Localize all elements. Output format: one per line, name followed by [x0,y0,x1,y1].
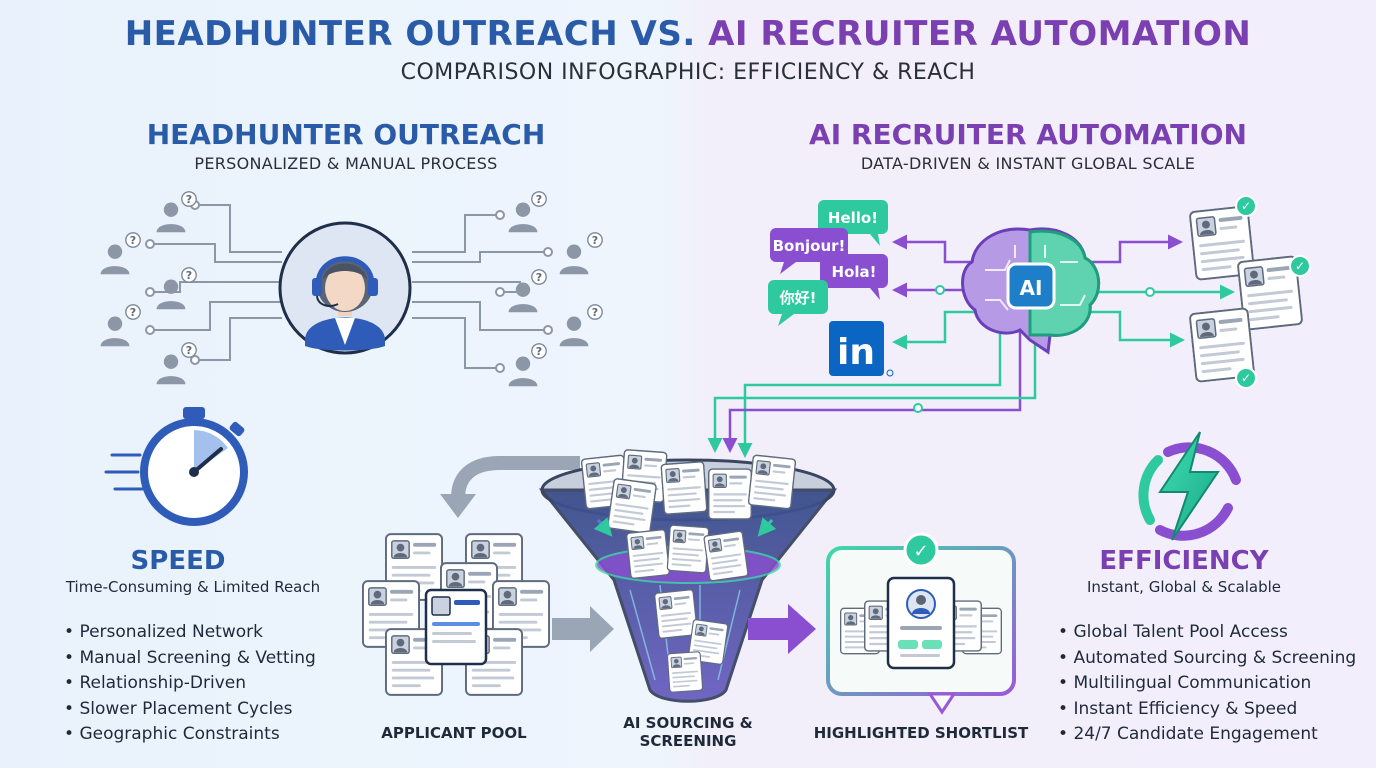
check-text: ✓ [1241,199,1251,213]
check-text: ✓ [1241,371,1251,385]
linkedin-logo-icon: in [829,321,894,377]
bullet-item: 24/7 Candidate Engagement [1058,722,1356,748]
qmark-text: ? [592,234,598,247]
main-subtitle: COMPARISON INFOGRAPHIC: EFFICIENCY & REA… [400,60,976,85]
speech-bubble-hello [818,200,888,246]
left-section-title: HEADHUNTER OUTREACH [146,118,546,151]
speech-bubble-hola [820,254,888,300]
shortlist-check-text: ✓ [913,541,928,562]
qmark-text: ? [186,269,192,282]
qmark-text: ? [536,193,542,206]
title-part-ai: AI RECRUITER AUTOMATION [708,14,1252,54]
bullet-item: Manual Screening & Vetting [64,646,315,672]
hello-text: Hello! [828,209,878,227]
speech-bubble-nihao [768,280,828,326]
hola-text: Hola! [832,263,877,281]
highlighted-shortlist-icon: ✓ [826,532,1016,715]
bullet-item: Relationship-Driven [64,671,316,697]
title-part-headhunter: HEADHUNTER OUTREACH VS. [124,14,696,54]
headhunter-bullet-list: Personalized Network Manual Screening & … [64,620,316,748]
stopwatch-icon [104,407,248,526]
check-text: ✓ [1295,259,1305,273]
ai-brain-icon: AI [961,227,1101,355]
qmark-text: ? [130,234,136,247]
shortlist-label: HIGHLIGHTED SHORTLIST [813,724,1029,742]
headhunter-avatar-icon [278,221,412,355]
lightning-bolt-icon [1138,431,1241,541]
efficiency-title: EFFICIENCY [1099,546,1269,576]
ai-chip-label: AI [1020,276,1043,300]
applicant-pool-label: APPLICANT POOL [381,724,527,742]
ai-sourcing-label: AI SOURCING & SCREENING [588,714,788,750]
right-section-subtitle: DATA-DRIVEN & INSTANT GLOBAL SCALE [860,154,1196,173]
speech-bubble-bonjour [770,228,848,274]
qmark-text: ? [536,345,542,358]
left-section-subtitle: PERSONALIZED & MANUAL PROCESS [194,154,498,173]
nihao-text: 你好! [779,289,817,307]
ai-sourcing-label-line1: AI SOURCING & [623,714,753,732]
resume-card [1188,205,1304,383]
qmark-text: ? [592,306,598,319]
ai-funnel-icon [538,448,838,703]
check-badge-icon [1235,195,1311,389]
applicant-pool-cards [362,533,550,696]
headhunter-network [150,204,548,369]
qmark-text: ? [186,193,192,206]
main-title: HEADHUNTER OUTREACH VS. AI RECRUITER AUT… [0,14,1376,54]
bullet-item: Automated Sourcing & Screening [1058,646,1356,672]
bullet-item: Geographic Constraints [64,722,316,748]
right-section-title: AI RECRUITER AUTOMATION [809,118,1247,151]
qmark-text: ? [130,306,136,319]
return-arrow-icon [440,456,580,518]
gray-arrow-icon [552,606,614,652]
bullet-item: Multilingual Communication [1058,671,1356,697]
bullet-item: Global Talent Pool Access [1058,620,1356,646]
qmark-text: ? [536,271,542,284]
linkedin-text: in [837,332,875,373]
speed-title: SPEED [130,546,226,576]
ai-sourcing-label-line2: SCREENING [639,732,737,750]
qmark-text: ? [186,344,192,357]
bullet-item: Instant Efficiency & Speed [1058,697,1356,723]
efficiency-subtitle: Instant, Global & Scalable [1086,578,1282,596]
bullet-item: Slower Placement Cycles [64,697,316,723]
speed-subtitle: Time-Consuming & Limited Reach [65,578,321,596]
purple-arrow-icon [748,604,816,654]
ai-bullet-list: Global Talent Pool Access Automated Sour… [1058,620,1356,748]
bonjour-text: Bonjour! [773,237,846,255]
bullet-item: Personalized Network [64,620,316,646]
